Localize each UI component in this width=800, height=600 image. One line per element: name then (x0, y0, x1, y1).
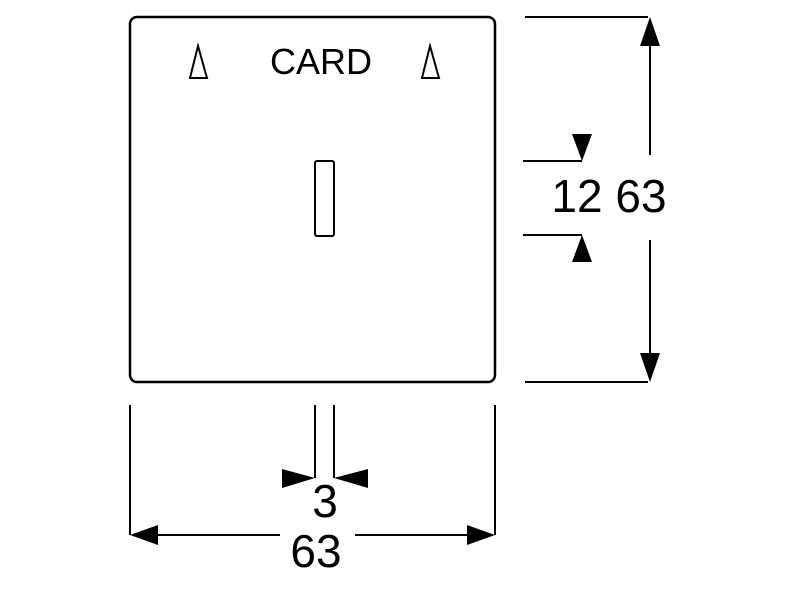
card-slot (314, 160, 335, 237)
height-arrow-bottom (640, 353, 660, 382)
triangle-marker-left (188, 42, 209, 79)
overall-width-value: 63 (290, 525, 341, 577)
triangle-marker-right (420, 42, 441, 79)
slot-height-arrow-top (572, 134, 592, 161)
height-arrow-top (640, 17, 660, 46)
overall-height-value: 63 (615, 170, 666, 222)
slot-width-arrow-right (334, 469, 368, 488)
width-arrow-right (467, 525, 495, 545)
slot-height-value: 12 (551, 170, 602, 222)
slot-width-value: 3 (312, 475, 338, 527)
width-arrow-left (130, 525, 158, 545)
card-label: CARD (270, 41, 372, 82)
slot-width-arrow-left (282, 469, 315, 488)
plate-outline (128, 15, 497, 384)
slot-height-arrow-bottom (572, 235, 592, 262)
